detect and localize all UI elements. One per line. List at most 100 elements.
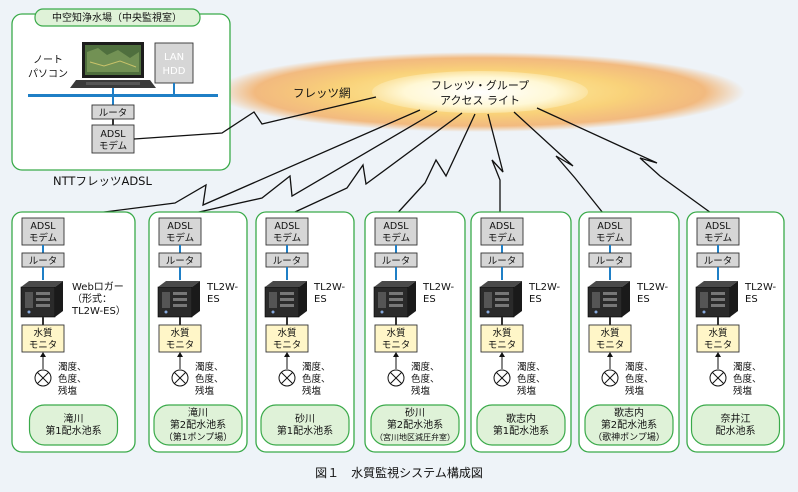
- web-logger-icon: [695, 280, 739, 318]
- sensor-label: 色度、: [195, 373, 224, 385]
- sensor-label: 濁度、: [733, 361, 762, 373]
- site-name-label: （第1ポンプ場）: [164, 431, 232, 443]
- site-router-label: ルータ: [29, 256, 58, 267]
- logger-label: ES: [207, 294, 220, 305]
- logger-label: ES: [637, 294, 650, 305]
- site-adsl-label-2: モデム: [29, 232, 57, 244]
- site-adsl-label-1: ADSL: [167, 221, 193, 232]
- sensor-icon: [278, 369, 296, 387]
- site-name-label: 滝川: [188, 407, 208, 419]
- central-adsl-label-2: モデム: [99, 140, 127, 152]
- logger-label: TL2W-: [528, 282, 561, 293]
- central-room-title: 中空知浄水場（中央監視室）: [52, 11, 182, 24]
- lan-hdd-label-1: LAN: [164, 52, 184, 63]
- central-adsl-label-1: ADSL: [100, 129, 126, 140]
- central-router-label: ルータ: [99, 108, 128, 119]
- ntt-flets-adsl-label: NTTフレッツADSL: [53, 174, 152, 188]
- site-name-label: 歌志内: [506, 412, 536, 425]
- lan-hdd-label-2: HDD: [163, 66, 186, 77]
- monitor-label-1: 水質: [708, 327, 727, 339]
- sensor-icon: [387, 369, 405, 387]
- site-name-label: 砂川: [295, 412, 315, 425]
- logger-label: TL2W-: [313, 282, 346, 293]
- sensor-icon: [601, 369, 619, 387]
- monitor-label-1: 水質: [492, 327, 511, 339]
- sensor-label: 濁度、: [195, 361, 224, 373]
- site-name-label: 歌志内: [614, 406, 644, 419]
- logger-label: TL2W-: [422, 282, 455, 293]
- monitor-label-2: モニタ: [704, 340, 733, 351]
- logger-label: TL2W-: [636, 282, 669, 293]
- group-access-label-1: フレッツ・グループ: [431, 78, 529, 92]
- adsl-lines: [56, 96, 719, 219]
- central-adsl-modem: [91, 124, 135, 154]
- site-router-label: ルータ: [596, 256, 625, 267]
- site-name-label: 第2配水池系: [601, 418, 657, 431]
- sensor-label: 色度、: [411, 373, 440, 385]
- monitor-label-2: モニタ: [382, 340, 411, 351]
- site-adsl-modem: [480, 217, 524, 246]
- site-name-label: 第2配水池系: [387, 418, 443, 431]
- notebook-label-1: ノート: [33, 55, 63, 66]
- central-room-title-box: [34, 8, 201, 27]
- site-name-label: 滝川: [64, 413, 84, 425]
- site-adsl-modem: [265, 217, 309, 246]
- site-adsl-label-2: モデム: [382, 232, 410, 244]
- sensor-label: 残塩: [411, 385, 431, 397]
- site-adsl-label-2: モデム: [704, 232, 732, 244]
- web-logger-icon: [264, 280, 308, 318]
- lan-hdd-device: [154, 42, 194, 84]
- sensor-label: 色度、: [302, 373, 331, 385]
- monitor-label-2: モニタ: [596, 340, 625, 351]
- sensor-label: 残塩: [733, 385, 753, 397]
- monitor-label-2: モニタ: [488, 340, 517, 351]
- site-adsl-label-1: ADSL: [30, 221, 56, 232]
- sensor-label: 色度、: [625, 373, 654, 385]
- water-quality-monitor: [21, 324, 65, 353]
- site-name-label: （宮川地区減圧弁室）: [375, 432, 455, 442]
- central-monitoring-room: 中空知浄水場（中央監視室） ノート パソコン LAN HDD ルータ ADSL …: [11, 8, 231, 171]
- site-name-label: （歌神ポンプ場）: [593, 431, 665, 443]
- site-adsl-label-2: モデム: [273, 232, 301, 244]
- site-router-label: ルータ: [273, 256, 302, 267]
- logger-label: ES: [314, 294, 327, 305]
- site-4: ADSLモデムルータTL2W-ES水質モニタ濁度、色度、残塩砂川第2配水池系（宮…: [364, 211, 466, 453]
- site-adsl-modem: [374, 217, 418, 246]
- site-name-label: 第1配水池系: [277, 424, 333, 437]
- sensor-label: 残塩: [517, 385, 537, 397]
- logger-label: Webロガー: [72, 281, 124, 293]
- site-name-label: 砂川: [405, 406, 425, 419]
- figure-caption: 図１ 水質監視システム構成図: [315, 465, 483, 480]
- web-logger-icon: [373, 280, 417, 318]
- water-quality-monitor: [158, 324, 202, 353]
- lan-bus: [28, 94, 218, 97]
- sensor-label: 濁度、: [625, 361, 654, 373]
- site-router-label: ルータ: [488, 256, 517, 267]
- web-logger-icon: [587, 280, 631, 318]
- logger-label: （形式：: [72, 292, 112, 305]
- site-adsl-label-2: モデム: [488, 232, 516, 244]
- monitor-label-2: モニタ: [166, 340, 195, 351]
- web-logger-icon: [479, 280, 523, 318]
- notebook-label-2: パソコン: [28, 68, 68, 80]
- site-name-label: 配水池系: [716, 424, 756, 437]
- site-name-box: [260, 404, 350, 446]
- logger-label: ES: [745, 294, 758, 305]
- sensor-label: 残塩: [195, 385, 215, 397]
- water-quality-monitor: [696, 324, 740, 353]
- sensor-label: 残塩: [302, 385, 322, 397]
- site-adsl-label-2: モデム: [166, 232, 194, 244]
- sensor-icon: [171, 369, 189, 387]
- site-name-box: [690, 404, 781, 446]
- sensor-label: 濁度、: [517, 361, 546, 373]
- site-adsl-label-2: モデム: [596, 232, 624, 244]
- group-access-label-2: アクセス ライト: [440, 94, 520, 107]
- site-name-box: [476, 404, 566, 446]
- remote-sites: ADSLモデムルータWebロガー（形式：TL2W-ES）水質モニタ濁度、色度、残…: [11, 211, 785, 453]
- flets-network-label: フレッツ網: [293, 86, 351, 100]
- site-2: ADSLモデムルータTL2W-ES水質モニタ濁度、色度、残塩滝川第2配水池系（第…: [148, 211, 248, 453]
